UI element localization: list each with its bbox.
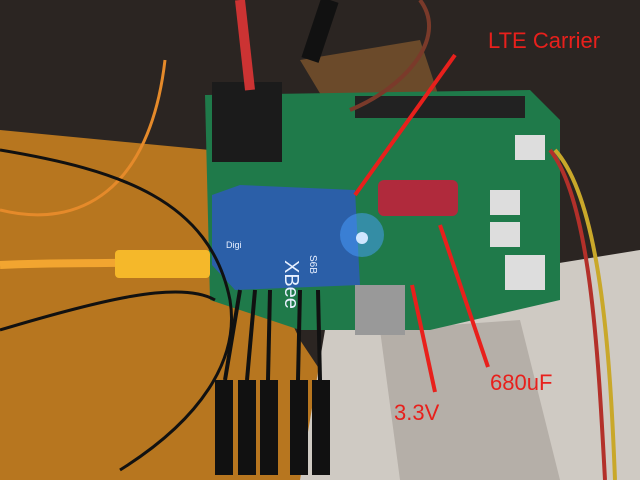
brown-wire [349, 0, 432, 112]
black-connector [212, 82, 282, 162]
xbee-module [212, 185, 360, 290]
xbee-vendor: Digi [226, 240, 242, 250]
black-wire [0, 148, 233, 472]
red-yellow-wires [553, 148, 617, 480]
lte-pointer-line [353, 53, 457, 197]
probe-clips [215, 380, 330, 475]
black-wire [0, 290, 216, 332]
voltage-pointer-line [410, 284, 437, 393]
red-yellow-wires [548, 148, 607, 480]
white-connector [490, 190, 520, 215]
xbee-label: XBee [280, 260, 302, 309]
voltage-label: 3.3V [394, 400, 440, 425]
metal-jack [355, 285, 405, 335]
usb-plug [115, 250, 210, 278]
blue-led [356, 232, 368, 244]
xbee-model: S6B [307, 255, 318, 274]
lte-carrier-label: LTE Carrier [488, 28, 601, 53]
capacitor-680uf [378, 180, 458, 216]
capacitor-pointer-line [438, 224, 490, 368]
header-row [355, 96, 525, 118]
ribbon-wires [235, 0, 255, 91]
capacitor-label: 680uF [490, 370, 553, 395]
white-connector [505, 255, 545, 290]
orange-wire [0, 59, 167, 217]
white-connector [490, 222, 520, 247]
black-probe-lead [301, 0, 339, 63]
probe-wires [223, 289, 322, 381]
white-connector [515, 135, 545, 160]
paper-shadow [380, 320, 560, 480]
